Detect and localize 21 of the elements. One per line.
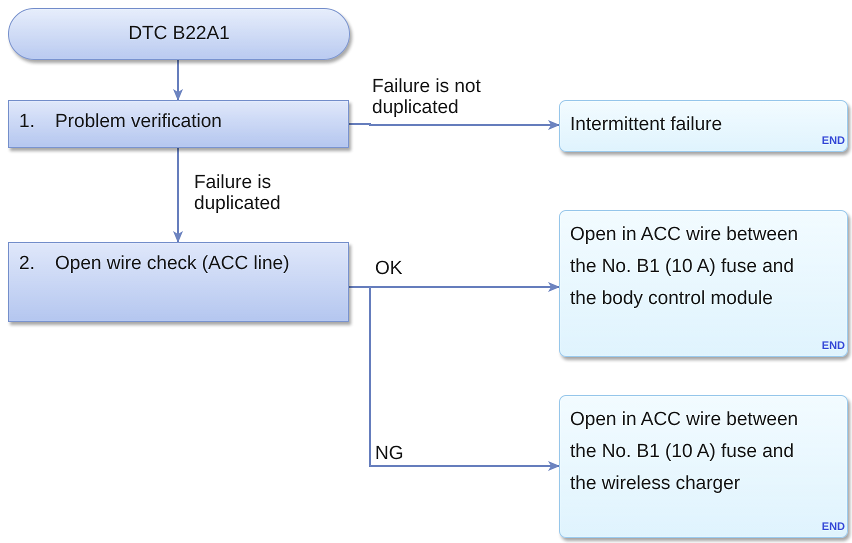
- arrow: [349, 120, 560, 130]
- result-text: Open in ACC wire between the No. B1 (10 A) fuse and the wireless charger: [570, 409, 798, 494]
- end-tag: END: [822, 521, 845, 533]
- end-tag: END: [822, 135, 845, 147]
- end-box: [559, 100, 848, 152]
- node-text: DTC B22A1: [128, 23, 230, 45]
- arrow: [173, 148, 183, 243]
- arrow: [349, 286, 560, 471]
- step-text: Open wire check (ACC line): [55, 252, 290, 276]
- result-text: Intermittent failure: [570, 114, 722, 135]
- start-terminal: [8, 8, 350, 60]
- end-box: [559, 210, 848, 357]
- process-box: [8, 242, 349, 322]
- end-tag: END: [822, 340, 845, 352]
- process-box: [8, 100, 349, 148]
- arrow: [173, 60, 183, 101]
- result-text: Open in ACC wire between the No. B1 (10 A) fuse and the body control module: [570, 224, 798, 309]
- step-number: 1.: [19, 110, 36, 134]
- step-text: Problem verification: [55, 110, 222, 134]
- step-number: 2.: [19, 252, 36, 276]
- end-box: [559, 395, 848, 538]
